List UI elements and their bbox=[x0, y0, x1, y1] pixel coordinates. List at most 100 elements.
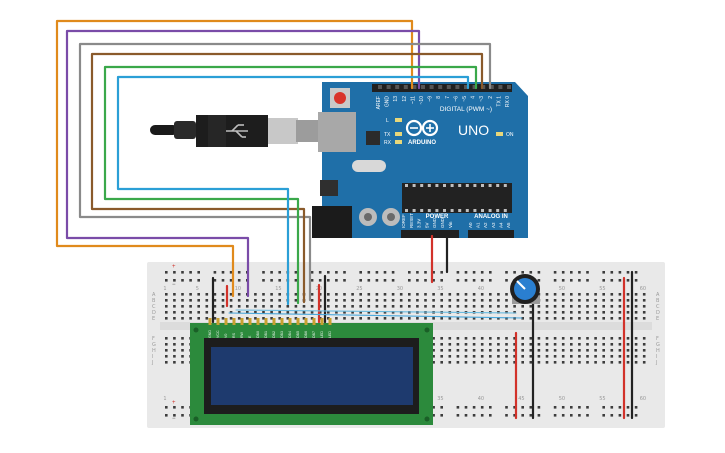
rail-hole[interactable] bbox=[464, 406, 468, 409]
terminal-hole[interactable] bbox=[464, 349, 468, 352]
terminal-hole[interactable] bbox=[262, 293, 265, 296]
rail-hole[interactable] bbox=[489, 279, 492, 282]
terminal-hole[interactable] bbox=[318, 293, 322, 296]
terminal-hole[interactable] bbox=[294, 299, 298, 302]
terminal-hole[interactable] bbox=[602, 293, 605, 296]
terminal-hole[interactable] bbox=[197, 293, 200, 296]
rail-hole[interactable] bbox=[197, 279, 200, 282]
terminal-hole[interactable] bbox=[464, 343, 468, 346]
terminal-hole[interactable] bbox=[440, 343, 443, 346]
terminal-hole[interactable] bbox=[237, 317, 241, 320]
terminal-hole[interactable] bbox=[359, 317, 362, 320]
terminal-hole[interactable] bbox=[634, 311, 638, 314]
terminal-hole[interactable] bbox=[553, 293, 557, 296]
terminal-hole[interactable] bbox=[570, 293, 573, 296]
usb-cable[interactable] bbox=[150, 112, 346, 152]
terminal-hole[interactable] bbox=[229, 305, 233, 308]
terminal-hole[interactable] bbox=[594, 337, 597, 340]
terminal-hole[interactable] bbox=[505, 305, 508, 308]
rail-hole[interactable] bbox=[634, 279, 638, 282]
rail-hole[interactable] bbox=[165, 414, 168, 417]
terminal-hole[interactable] bbox=[351, 293, 354, 296]
terminal-hole[interactable] bbox=[602, 349, 605, 352]
rail-hole[interactable] bbox=[310, 271, 314, 274]
terminal-hole[interactable] bbox=[561, 311, 565, 314]
rail-hole[interactable] bbox=[553, 271, 557, 274]
rail-hole[interactable] bbox=[521, 406, 524, 409]
rail-hole[interactable] bbox=[440, 414, 443, 417]
rail-hole[interactable] bbox=[513, 406, 516, 409]
terminal-hole[interactable] bbox=[335, 299, 338, 302]
rail-hole[interactable] bbox=[634, 414, 638, 417]
terminal-hole[interactable] bbox=[246, 317, 249, 320]
rail-hole[interactable] bbox=[456, 406, 460, 409]
rail-hole[interactable] bbox=[165, 279, 168, 282]
terminal-hole[interactable] bbox=[642, 361, 646, 364]
terminal-hole[interactable] bbox=[529, 343, 533, 346]
terminal-hole[interactable] bbox=[246, 299, 249, 302]
terminal-hole[interactable] bbox=[464, 305, 468, 308]
rail-hole[interactable] bbox=[359, 279, 362, 282]
terminal-hole[interactable] bbox=[642, 337, 646, 340]
terminal-hole[interactable] bbox=[464, 337, 468, 340]
terminal-hole[interactable] bbox=[165, 299, 168, 302]
terminal-hole[interactable] bbox=[278, 317, 281, 320]
terminal-hole[interactable] bbox=[262, 317, 265, 320]
rail-hole[interactable] bbox=[327, 271, 330, 274]
rail-hole[interactable] bbox=[440, 271, 443, 274]
terminal-hole[interactable] bbox=[464, 317, 468, 320]
terminal-hole[interactable] bbox=[181, 317, 184, 320]
terminal-hole[interactable] bbox=[375, 317, 379, 320]
terminal-hole[interactable] bbox=[505, 361, 508, 364]
terminal-hole[interactable] bbox=[456, 349, 460, 352]
analog-header[interactable] bbox=[468, 230, 514, 238]
terminal-hole[interactable] bbox=[489, 361, 492, 364]
rail-hole[interactable] bbox=[626, 279, 630, 282]
terminal-hole[interactable] bbox=[440, 337, 443, 340]
terminal-hole[interactable] bbox=[602, 317, 605, 320]
terminal-hole[interactable] bbox=[497, 343, 500, 346]
terminal-hole[interactable] bbox=[359, 311, 362, 314]
terminal-hole[interactable] bbox=[448, 349, 452, 352]
terminal-hole[interactable] bbox=[537, 361, 541, 364]
terminal-hole[interactable] bbox=[521, 337, 524, 340]
rail-hole[interactable] bbox=[537, 414, 541, 417]
terminal-hole[interactable] bbox=[327, 305, 330, 308]
terminal-hole[interactable] bbox=[327, 311, 330, 314]
terminal-hole[interactable] bbox=[246, 305, 249, 308]
terminal-hole[interactable] bbox=[343, 311, 346, 314]
terminal-hole[interactable] bbox=[229, 311, 233, 314]
terminal-hole[interactable] bbox=[327, 293, 330, 296]
rail-hole[interactable] bbox=[553, 414, 557, 417]
terminal-hole[interactable] bbox=[181, 349, 184, 352]
terminal-hole[interactable] bbox=[537, 311, 541, 314]
terminal-hole[interactable] bbox=[456, 317, 460, 320]
terminal-hole[interactable] bbox=[343, 305, 346, 308]
terminal-hole[interactable] bbox=[497, 305, 500, 308]
terminal-hole[interactable] bbox=[561, 361, 565, 364]
terminal-hole[interactable] bbox=[165, 337, 168, 340]
terminal-hole[interactable] bbox=[456, 305, 460, 308]
terminal-hole[interactable] bbox=[618, 305, 622, 308]
rail-hole[interactable] bbox=[489, 406, 492, 409]
terminal-hole[interactable] bbox=[586, 361, 589, 364]
terminal-hole[interactable] bbox=[578, 311, 581, 314]
rail-hole[interactable] bbox=[561, 414, 565, 417]
terminal-hole[interactable] bbox=[205, 293, 209, 296]
rail-hole[interactable] bbox=[618, 271, 622, 274]
terminal-hole[interactable] bbox=[626, 349, 630, 352]
terminal-hole[interactable] bbox=[213, 299, 217, 302]
terminal-hole[interactable] bbox=[181, 361, 184, 364]
rail-hole[interactable] bbox=[383, 279, 387, 282]
rail-hole[interactable] bbox=[391, 279, 395, 282]
terminal-hole[interactable] bbox=[610, 355, 614, 358]
terminal-hole[interactable] bbox=[173, 305, 176, 308]
wires[interactable] bbox=[55, 19, 634, 420]
terminal-hole[interactable] bbox=[480, 305, 484, 308]
terminal-hole[interactable] bbox=[545, 305, 549, 308]
header-pin[interactable] bbox=[386, 85, 391, 89]
terminal-hole[interactable] bbox=[456, 343, 460, 346]
rail-hole[interactable] bbox=[561, 279, 565, 282]
terminal-hole[interactable] bbox=[286, 311, 290, 314]
rail-hole[interactable] bbox=[367, 279, 371, 282]
